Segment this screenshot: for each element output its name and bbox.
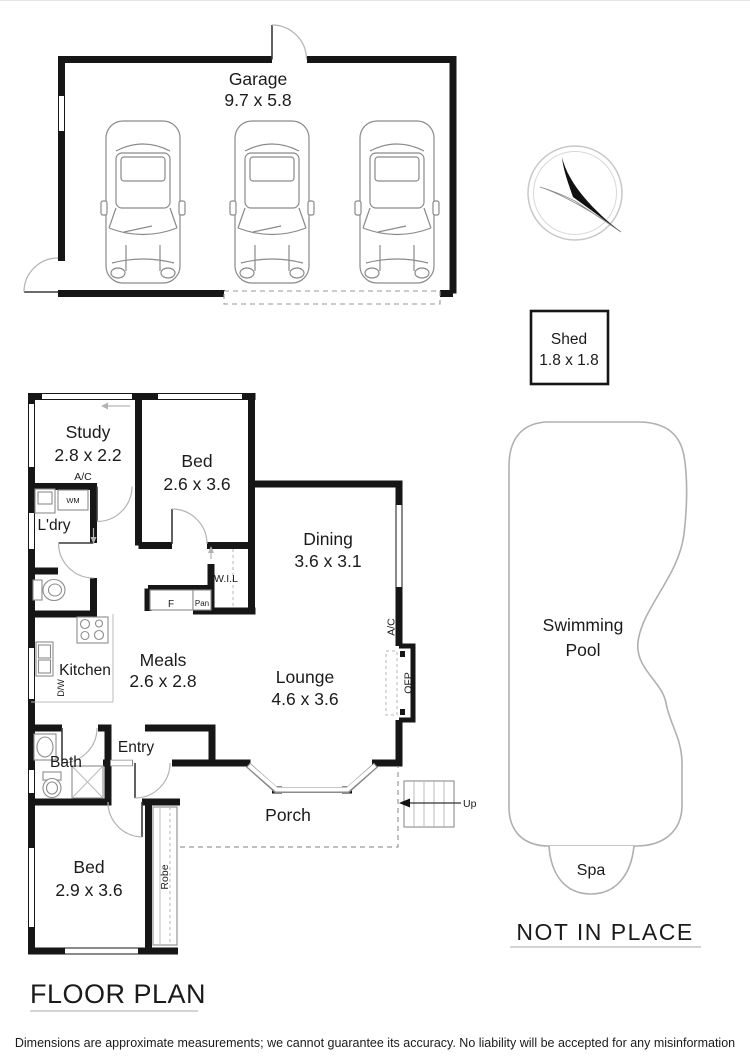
annotations: NOT IN PLACE FLOOR PLAN Dimensions are a… xyxy=(15,919,735,1050)
dining-label: Dining xyxy=(303,529,353,549)
robe-label: Robe xyxy=(159,864,171,889)
ofp-label: OFP xyxy=(403,672,415,694)
car-icon xyxy=(100,120,186,284)
pool-label-line1: Swimming xyxy=(543,615,624,635)
north-arrow-icon xyxy=(527,145,623,241)
garage-roller-door xyxy=(223,290,441,305)
spa-label: Spa xyxy=(577,862,606,879)
garage-label: Garage xyxy=(229,69,287,89)
swimming-pool: Swimming Pool Spa xyxy=(508,421,688,895)
stairs-up-label: Up xyxy=(463,798,477,810)
page-title: FLOOR PLAN xyxy=(30,979,206,1009)
bath-label: Bath xyxy=(50,754,82,771)
not-in-place-label: NOT IN PLACE xyxy=(516,919,693,945)
fridge-label: F xyxy=(168,599,174,610)
ac-hall-label: A/C xyxy=(74,471,92,483)
shed-dims: 1.8 x 1.8 xyxy=(539,352,598,369)
room-labels: Study 2.8 x 2.2 Bed 2.6 x 3.6 A/C L'dry … xyxy=(37,422,397,900)
doors xyxy=(57,402,214,838)
porch-label: Porch xyxy=(265,805,311,825)
bed2-label: Bed xyxy=(73,857,104,877)
dining-dims: 3.6 x 3.1 xyxy=(294,551,361,571)
entry-label: Entry xyxy=(118,739,154,756)
windows xyxy=(29,394,402,954)
shed-label: Shed xyxy=(551,331,587,348)
meals-label: Meals xyxy=(140,650,187,670)
pantry-label: Pan xyxy=(195,599,209,608)
disclaimer-text: Dimensions are approximate measurements;… xyxy=(15,1036,735,1050)
pool-label-line2: Pool xyxy=(565,640,600,660)
garage-room: Garage 9.7 x 5.8 xyxy=(23,24,457,305)
fixtures: WM F Pan OFP R xyxy=(31,488,477,946)
shed-room: Shed 1.8 x 1.8 xyxy=(529,309,610,386)
wil-label: W.I.L xyxy=(214,573,238,585)
car-icon xyxy=(354,120,440,284)
meals-dims: 2.6 x 2.8 xyxy=(129,671,196,691)
study-label: Study xyxy=(66,422,111,442)
spa-shape xyxy=(548,845,635,895)
car-icon xyxy=(229,120,315,284)
lounge-label: Lounge xyxy=(276,667,334,687)
ac-lounge-label: A/C xyxy=(386,618,398,636)
dw-label: D/W xyxy=(56,679,66,697)
lounge-dims: 4.6 x 3.6 xyxy=(271,689,338,709)
stairs: Up xyxy=(399,780,477,828)
bed1-dims: 2.6 x 3.6 xyxy=(163,474,230,494)
bed1-label: Bed xyxy=(181,451,212,471)
kitchen-label: Kitchen xyxy=(59,662,111,679)
laundry-label: L'dry xyxy=(37,517,70,534)
wm-label: WM xyxy=(66,496,79,505)
bed2-dims: 2.9 x 3.6 xyxy=(55,880,122,900)
study-dims: 2.8 x 2.2 xyxy=(54,445,121,465)
garage-dims: 9.7 x 5.8 xyxy=(224,90,291,110)
